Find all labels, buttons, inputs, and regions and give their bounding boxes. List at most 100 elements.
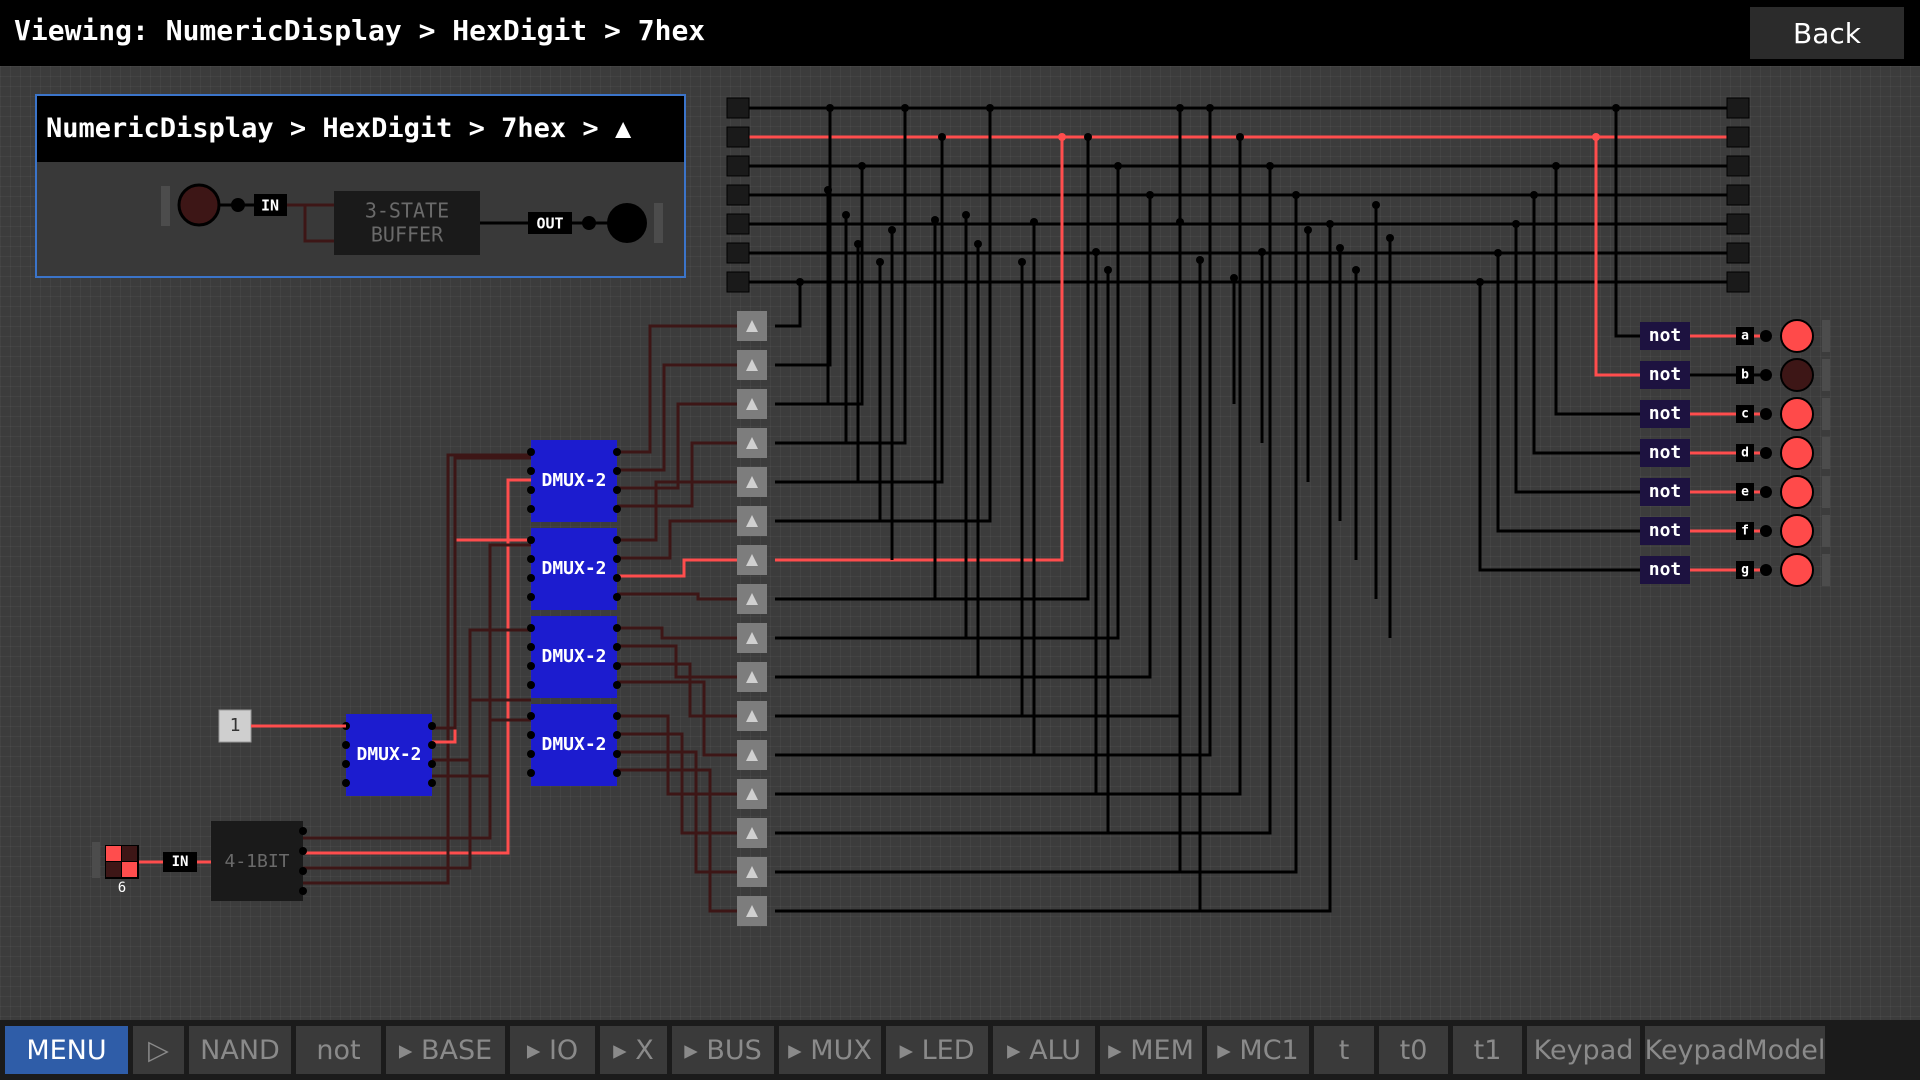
demux-2-b[interactable] <box>531 528 617 610</box>
decoder-4-1bit[interactable] <box>211 821 303 901</box>
segment-label: a <box>1741 329 1749 344</box>
demux-port <box>527 624 535 632</box>
selector-wire <box>300 453 531 885</box>
wire-joint <box>1530 191 1538 199</box>
bus-connector-left[interactable] <box>726 97 750 119</box>
bus-connector-left[interactable] <box>726 242 750 264</box>
up-arrow-icon <box>746 632 758 644</box>
not-gate-d[interactable] <box>1640 439 1690 467</box>
bus-connector-left[interactable] <box>726 271 750 293</box>
wire-joint <box>1760 408 1772 420</box>
wire-joint <box>1494 249 1502 257</box>
output-pin-circle[interactable] <box>607 203 647 243</box>
segment-led-g[interactable] <box>1780 553 1814 587</box>
demux-2-a[interactable] <box>531 440 617 522</box>
demux-port <box>613 536 621 544</box>
bus-connector-left[interactable] <box>726 126 750 148</box>
inset-out-label: OUT <box>536 215 563 233</box>
segment-led-d[interactable] <box>1780 436 1814 470</box>
demux-port <box>613 467 621 475</box>
toolbar-item-2[interactable]: NAND <box>189 1026 291 1074</box>
wire-joint <box>1336 244 1344 252</box>
bus-connector-left[interactable] <box>726 184 750 206</box>
demux-output-wire <box>617 768 737 913</box>
demux-port <box>613 448 621 456</box>
not-gate-f[interactable] <box>1640 517 1690 545</box>
input-handle[interactable] <box>92 842 100 878</box>
input-pin-circle[interactable] <box>177 183 221 227</box>
toolbar-item-12[interactable]: ▸ MC1 <box>1207 1026 1309 1074</box>
toolbar-item-1[interactable]: ▷ <box>133 1026 184 1074</box>
toolbar-item-13[interactable]: t <box>1314 1026 1374 1074</box>
demux-2-root[interactable] <box>346 714 432 796</box>
toolbar-item-11[interactable]: ▸ MEM <box>1100 1026 1202 1074</box>
output-pin-handle[interactable] <box>654 203 663 243</box>
wire-joint <box>901 104 909 112</box>
demux-output-wire <box>617 324 737 454</box>
bus-connector-left[interactable] <box>726 213 750 235</box>
not-gate-c[interactable] <box>1640 400 1690 428</box>
toolbar-item-3[interactable]: not <box>296 1026 381 1074</box>
segment-led-f[interactable] <box>1780 514 1814 548</box>
toolbar-item-7[interactable]: ▸ BUS <box>672 1026 774 1074</box>
input-pin-handle[interactable] <box>161 186 170 226</box>
wire-joint <box>974 240 982 248</box>
demux-label: DMUX-2 <box>541 734 606 755</box>
bus-connector-right[interactable] <box>1726 126 1750 148</box>
toolbar-item-9[interactable]: ▸ LED <box>886 1026 988 1074</box>
not-gate-a[interactable] <box>1640 322 1690 350</box>
toolbar-item-17[interactable]: KeypadModel <box>1645 1026 1825 1074</box>
demux-output-wire <box>617 750 737 874</box>
toolbar-item-5[interactable]: ▸ IO <box>510 1026 595 1074</box>
not-gate-e[interactable] <box>1640 478 1690 506</box>
inset-breadcrumb[interactable]: NumericDisplay > HexDigit > 7hex > ▲ <box>37 96 684 162</box>
inset-wire-enable <box>287 203 334 243</box>
not-gate-b[interactable] <box>1640 361 1690 389</box>
inset-in-tag <box>254 194 287 216</box>
segment-led-b[interactable] <box>1780 358 1814 392</box>
segment-led-handle[interactable] <box>1822 359 1830 391</box>
segment-tag <box>1736 366 1754 384</box>
segment-led-handle[interactable] <box>1822 515 1830 547</box>
toolbar-item-16[interactable]: Keypad <box>1527 1026 1640 1074</box>
toolbar-item-0[interactable]: MENU <box>5 1026 128 1074</box>
demux-port <box>613 731 621 739</box>
segment-led-a[interactable] <box>1780 319 1814 353</box>
toolbar-item-6[interactable]: ▸ X <box>600 1026 667 1074</box>
not-input-wire <box>1532 195 1640 455</box>
back-button[interactable]: Back <box>1750 7 1904 59</box>
toolbar-item-8[interactable]: ▸ MUX <box>779 1026 881 1074</box>
demux-port <box>613 593 621 601</box>
segment-wire <box>775 166 1120 640</box>
bus-connector-right[interactable] <box>1726 155 1750 177</box>
segment-led-c[interactable] <box>1780 397 1814 431</box>
not-gate-label: not <box>1649 325 1682 346</box>
toolbar-item-4[interactable]: ▸ BASE <box>386 1026 505 1074</box>
three-state-buffer[interactable] <box>334 191 480 255</box>
wire-joint <box>1230 274 1238 282</box>
bus-connector-left[interactable] <box>726 155 750 177</box>
segment-led-e[interactable] <box>1780 475 1814 509</box>
up-arrow-icon <box>746 359 758 371</box>
not-gate-g[interactable] <box>1640 556 1690 584</box>
segment-led-handle[interactable] <box>1822 437 1830 469</box>
demux-2-d[interactable] <box>531 704 617 786</box>
wire-joint <box>1114 162 1122 170</box>
bus-connector-right[interactable] <box>1726 213 1750 235</box>
toolbar-item-10[interactable]: ▸ ALU <box>993 1026 1095 1074</box>
toolbar-item-14[interactable]: t0 <box>1379 1026 1448 1074</box>
segment-led-handle[interactable] <box>1822 476 1830 508</box>
demux-2-c[interactable] <box>531 616 617 698</box>
segment-led-handle[interactable] <box>1822 398 1830 430</box>
bus-connector-right[interactable] <box>1726 242 1750 264</box>
segment-led-handle[interactable] <box>1822 320 1830 352</box>
segment-led-handle[interactable] <box>1822 554 1830 586</box>
bus-connector-right[interactable] <box>1726 271 1750 293</box>
bus-connector-right[interactable] <box>1726 97 1750 119</box>
demux-output-wire <box>617 662 737 718</box>
keypad-bit <box>122 862 137 877</box>
bus-connector-right[interactable] <box>1726 184 1750 206</box>
toolbar-item-15[interactable]: t1 <box>1453 1026 1522 1074</box>
wire-joint <box>888 226 896 234</box>
